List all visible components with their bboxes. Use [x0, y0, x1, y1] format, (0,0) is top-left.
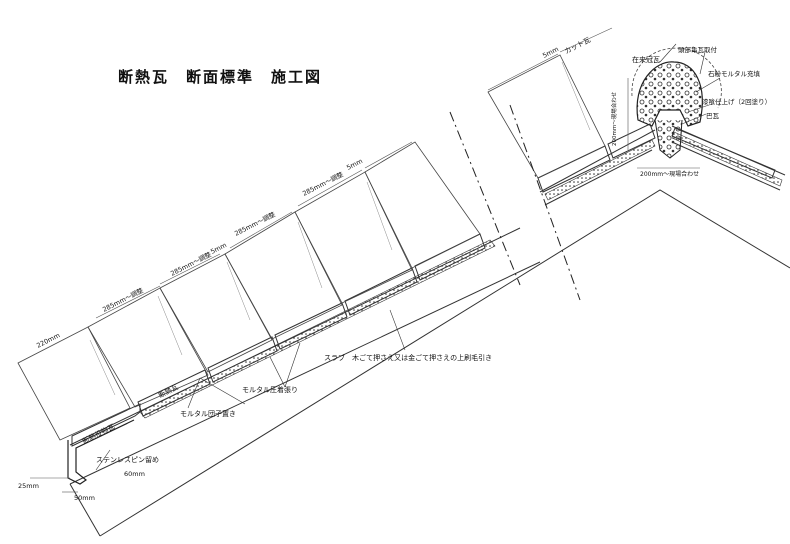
slab-edge	[69, 483, 101, 537]
tile-4	[274, 302, 348, 350]
slab-label: スラブ 木ごて押さえ又は金ごて押さえの上刷毛引き	[324, 353, 492, 362]
right-slope-upper	[539, 129, 656, 193]
dim-label-200-h: 200mm～現場合わせ	[640, 170, 699, 178]
tomoe-label: 巴瓦	[706, 112, 720, 120]
right-roof-line-lower	[671, 141, 781, 191]
break-lines	[449, 104, 581, 301]
dim-label-200-v: 200mm～現場合わせ	[610, 91, 618, 146]
tile-3	[207, 336, 278, 383]
dimension-lines	[17, 27, 700, 493]
mortar-press-label: モルタル圧着張り	[242, 385, 298, 394]
stone-mortar-label: 石粉モルタル充填	[708, 69, 761, 78]
dim-label-50: 50mm	[74, 494, 95, 502]
tile-face-inner	[89, 61, 591, 396]
dim-label-5mm-2: 5mm	[345, 157, 364, 172]
dim-label-25: 25mm	[18, 482, 39, 490]
tile-face-panels	[17, 54, 606, 441]
eave-tile-label: 断熱役物瓦	[81, 422, 116, 446]
right-slope-lower	[544, 149, 653, 206]
mortar-dango-label: モルタル団子置き	[180, 409, 236, 418]
tile-right-2	[607, 123, 656, 159]
dim-label-60: 60mm	[124, 470, 145, 478]
ridge-fix-label: 頭部亀瓦取付	[678, 45, 718, 54]
cut-tile-label: カット瓦	[563, 36, 592, 56]
drawing-title: 断熱瓦 断面標準 施工図	[118, 68, 323, 86]
leader-lines	[95, 43, 721, 471]
ridge-cap	[636, 61, 703, 127]
ridge-cap-outline	[631, 47, 722, 109]
steel-pin-label: ステンレスピン留め	[96, 455, 159, 464]
tomoe-tile	[654, 119, 683, 159]
mortar-bed-right	[544, 139, 656, 201]
ridge-tile-label: 在来冠瓦	[632, 55, 660, 64]
slope-lower-line	[69, 261, 541, 485]
finish-label: 漆喰仕上げ（2回塗り）	[702, 97, 771, 106]
tile-5	[344, 267, 418, 316]
slab-outline	[99, 189, 790, 537]
